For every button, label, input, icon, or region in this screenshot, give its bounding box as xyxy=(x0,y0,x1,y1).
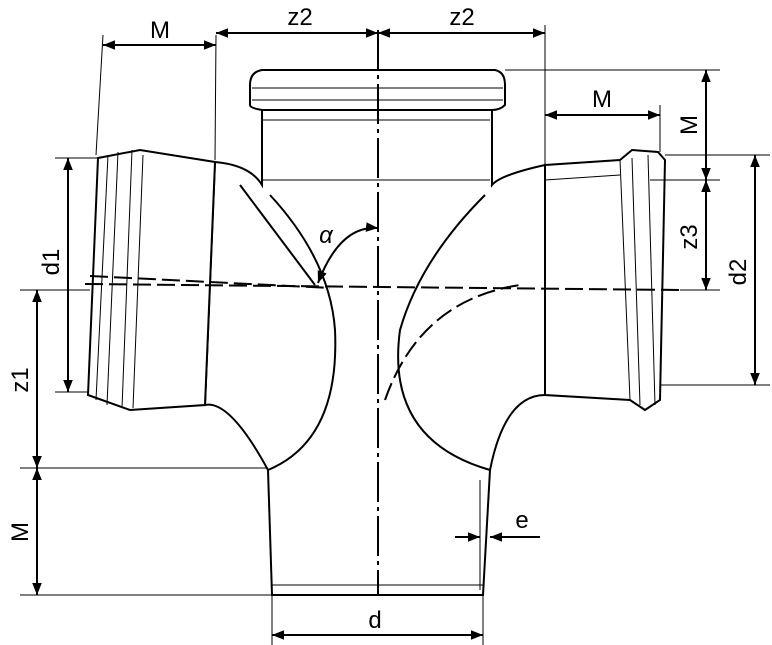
label-d: d xyxy=(368,607,381,634)
label-m-top-left: M xyxy=(150,17,170,44)
label-z2-right: z2 xyxy=(449,4,474,31)
label-m-left-vertical: M xyxy=(7,522,34,542)
label-alpha: α xyxy=(319,222,334,249)
label-z1: z1 xyxy=(7,367,34,392)
label-z2-left: z2 xyxy=(287,4,312,31)
dimension-lines xyxy=(32,28,760,640)
label-m-right-vertical: M xyxy=(676,115,703,135)
label-d2: d2 xyxy=(725,259,752,286)
dimension-labels: M z2 z2 M M z3 d2 d1 z1 M e d α xyxy=(7,4,752,634)
label-e: e xyxy=(515,507,528,534)
extension-lines xyxy=(20,25,770,645)
label-m-right: M xyxy=(592,86,612,113)
label-d1: d1 xyxy=(38,249,65,276)
label-z3: z3 xyxy=(676,224,703,249)
right-socket xyxy=(544,148,667,412)
fitting-body xyxy=(84,30,681,596)
branch-axis xyxy=(84,283,681,291)
